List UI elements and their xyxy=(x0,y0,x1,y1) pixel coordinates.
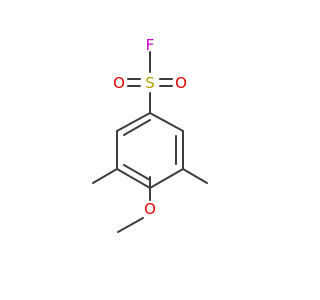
fluorine-atom-label: F xyxy=(146,36,155,54)
molecule-structure: F S O O O xyxy=(92,36,208,233)
methoxy-oxygen-label: O xyxy=(144,200,156,218)
ring-bond-bottom-left-inner xyxy=(123,164,151,181)
ring-bond-top-right xyxy=(149,112,184,132)
ring-bond-bottom-left xyxy=(116,168,151,189)
methyl-bond-right xyxy=(182,168,208,184)
sulfonyl-oxygen-left-label: O xyxy=(113,74,125,92)
ring-bond-top-left xyxy=(116,112,151,132)
ring-bond-top-left-inner xyxy=(123,119,151,136)
ring-bond-bottom-right xyxy=(149,168,184,189)
benzene-ring xyxy=(116,112,184,189)
sulfonyl-oxygen-right-label: O xyxy=(175,74,187,92)
sulfur-atom-label: S xyxy=(145,74,155,92)
methyl-bond-left xyxy=(92,168,118,184)
methoxy-methyl-bond xyxy=(117,217,144,233)
